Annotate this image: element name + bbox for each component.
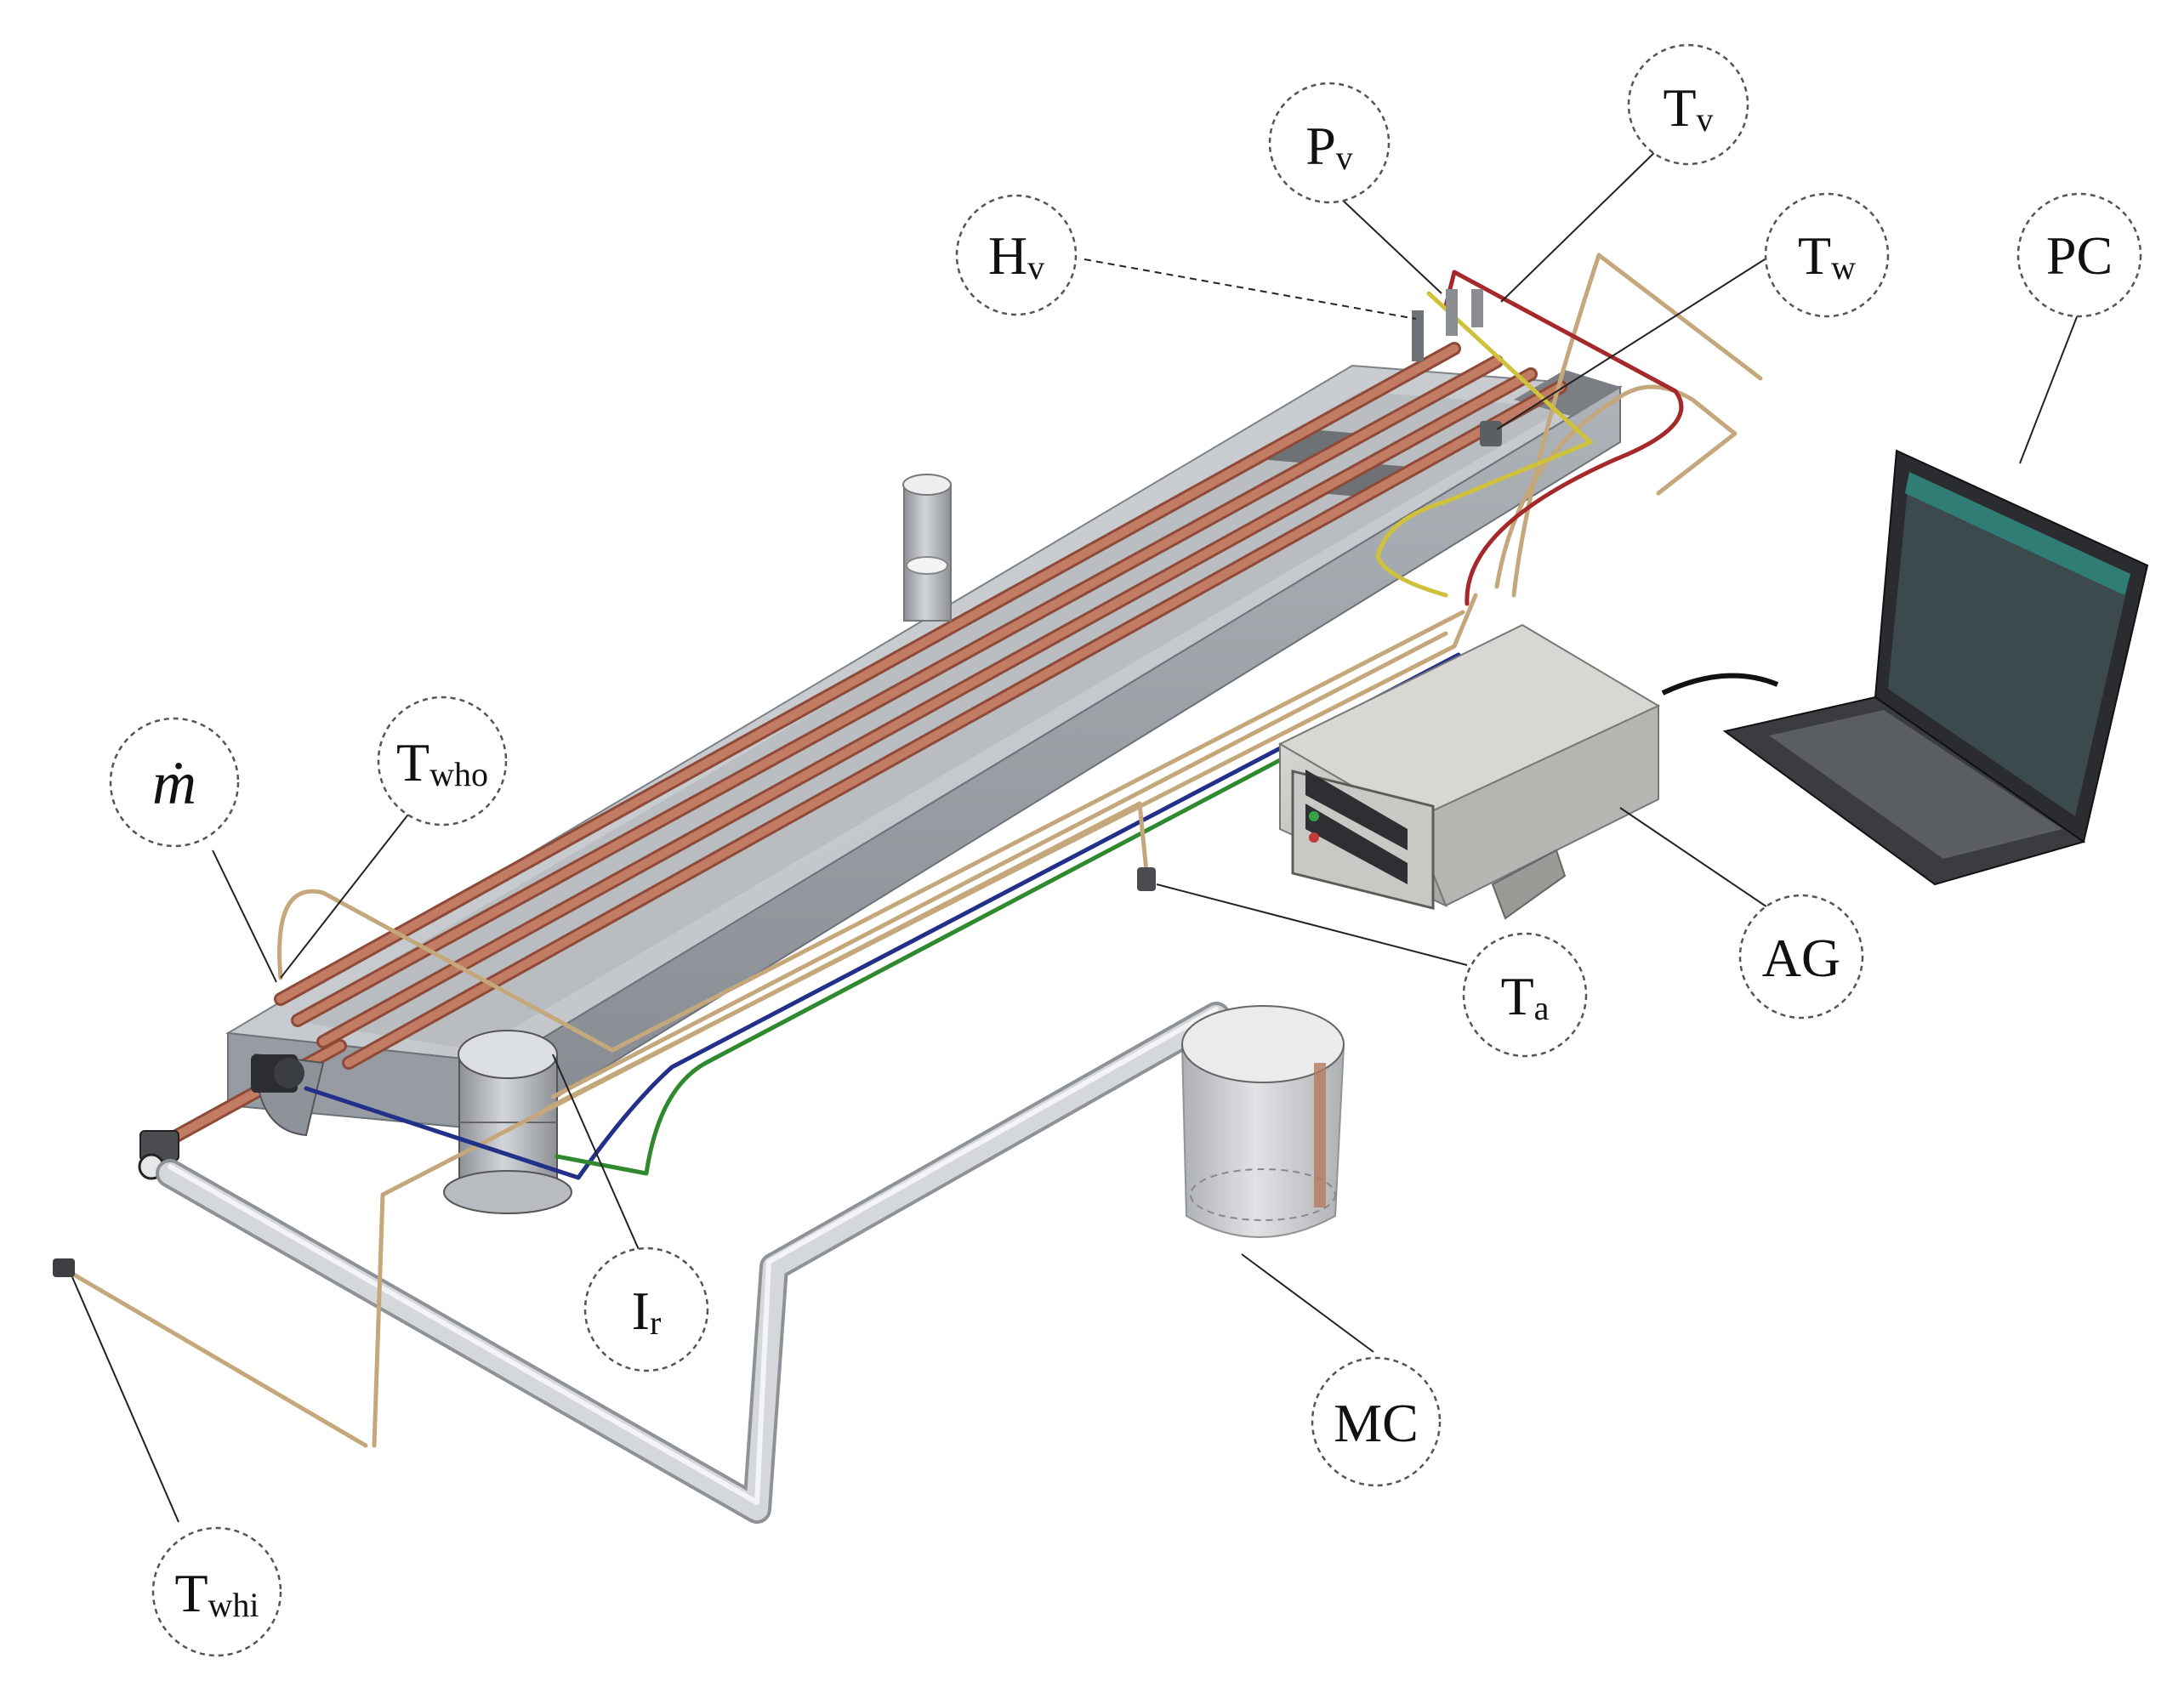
label-tv-main: T	[1663, 77, 1696, 138]
label-mdot-text: ṁ	[152, 749, 196, 817]
label-ir: Ir	[583, 1247, 709, 1372]
data-logger	[1277, 623, 1661, 920]
label-pv: Pv	[1268, 82, 1391, 204]
label-ir-sub: r	[650, 1304, 661, 1342]
vertical-glass-tube	[902, 474, 952, 622]
label-twhi-main: T	[174, 1563, 208, 1623]
label-pv-main: P	[1305, 116, 1336, 176]
left-end-cap	[251, 1053, 325, 1137]
label-twhi: Twhi	[151, 1526, 282, 1657]
label-mc-text: MC	[1334, 1393, 1419, 1453]
inlet-probe	[53, 1258, 75, 1277]
svg-text:Twhi: Twhi	[174, 1563, 259, 1624]
label-ta-sub: a	[1534, 989, 1550, 1027]
svg-text:Pv: Pv	[1305, 116, 1353, 177]
svg-text:Hv: Hv	[988, 225, 1044, 287]
label-hv-sub: v	[1027, 248, 1044, 287]
label-tv-sub: v	[1697, 100, 1714, 139]
top-sensors	[1412, 289, 1502, 446]
label-tw: Tw	[1764, 192, 1890, 318]
label-mdot: ṁ	[109, 717, 240, 848]
label-twho-sub: who	[429, 755, 488, 793]
label-ag: AG	[1738, 894, 1864, 1020]
label-pc: PC	[2016, 192, 2142, 318]
radiation-meter	[443, 1030, 572, 1214]
copper-tubes	[163, 342, 1567, 1146]
label-tv: Tv	[1627, 43, 1749, 166]
label-pc-text: PC	[2046, 225, 2113, 286]
label-tw-main: T	[1798, 225, 1831, 286]
svg-text:Tw: Tw	[1798, 225, 1856, 287]
label-ag-text: AG	[1762, 928, 1840, 988]
label-twhi-sub: whi	[208, 1586, 259, 1624]
label-pv-sub: v	[1336, 139, 1353, 177]
laptop-pc	[1661, 449, 2149, 886]
label-hv-main: H	[988, 225, 1027, 286]
label-ir-main: I	[632, 1281, 650, 1341]
label-hv: Hv	[955, 194, 1078, 316]
water-pipe	[156, 1002, 1231, 1524]
svg-text:Tv: Tv	[1663, 77, 1713, 139]
leader-lines	[71, 144, 2080, 1523]
label-tw-sub: w	[1831, 248, 1856, 287]
label-ta-main: T	[1501, 966, 1534, 1026]
svg-text:Ir: Ir	[632, 1281, 662, 1342]
svg-text:Twho: Twho	[396, 732, 488, 793]
label-twho: Twho	[377, 696, 508, 826]
sensor-wires	[65, 253, 1763, 1448]
label-mc: MC	[1311, 1356, 1442, 1487]
ambient-probe	[1137, 867, 1156, 891]
svg-text:Ta: Ta	[1501, 966, 1550, 1027]
measuring-cylinder	[1180, 1005, 1345, 1238]
label-ta: Ta	[1462, 932, 1588, 1058]
label-twho-main: T	[396, 732, 429, 792]
